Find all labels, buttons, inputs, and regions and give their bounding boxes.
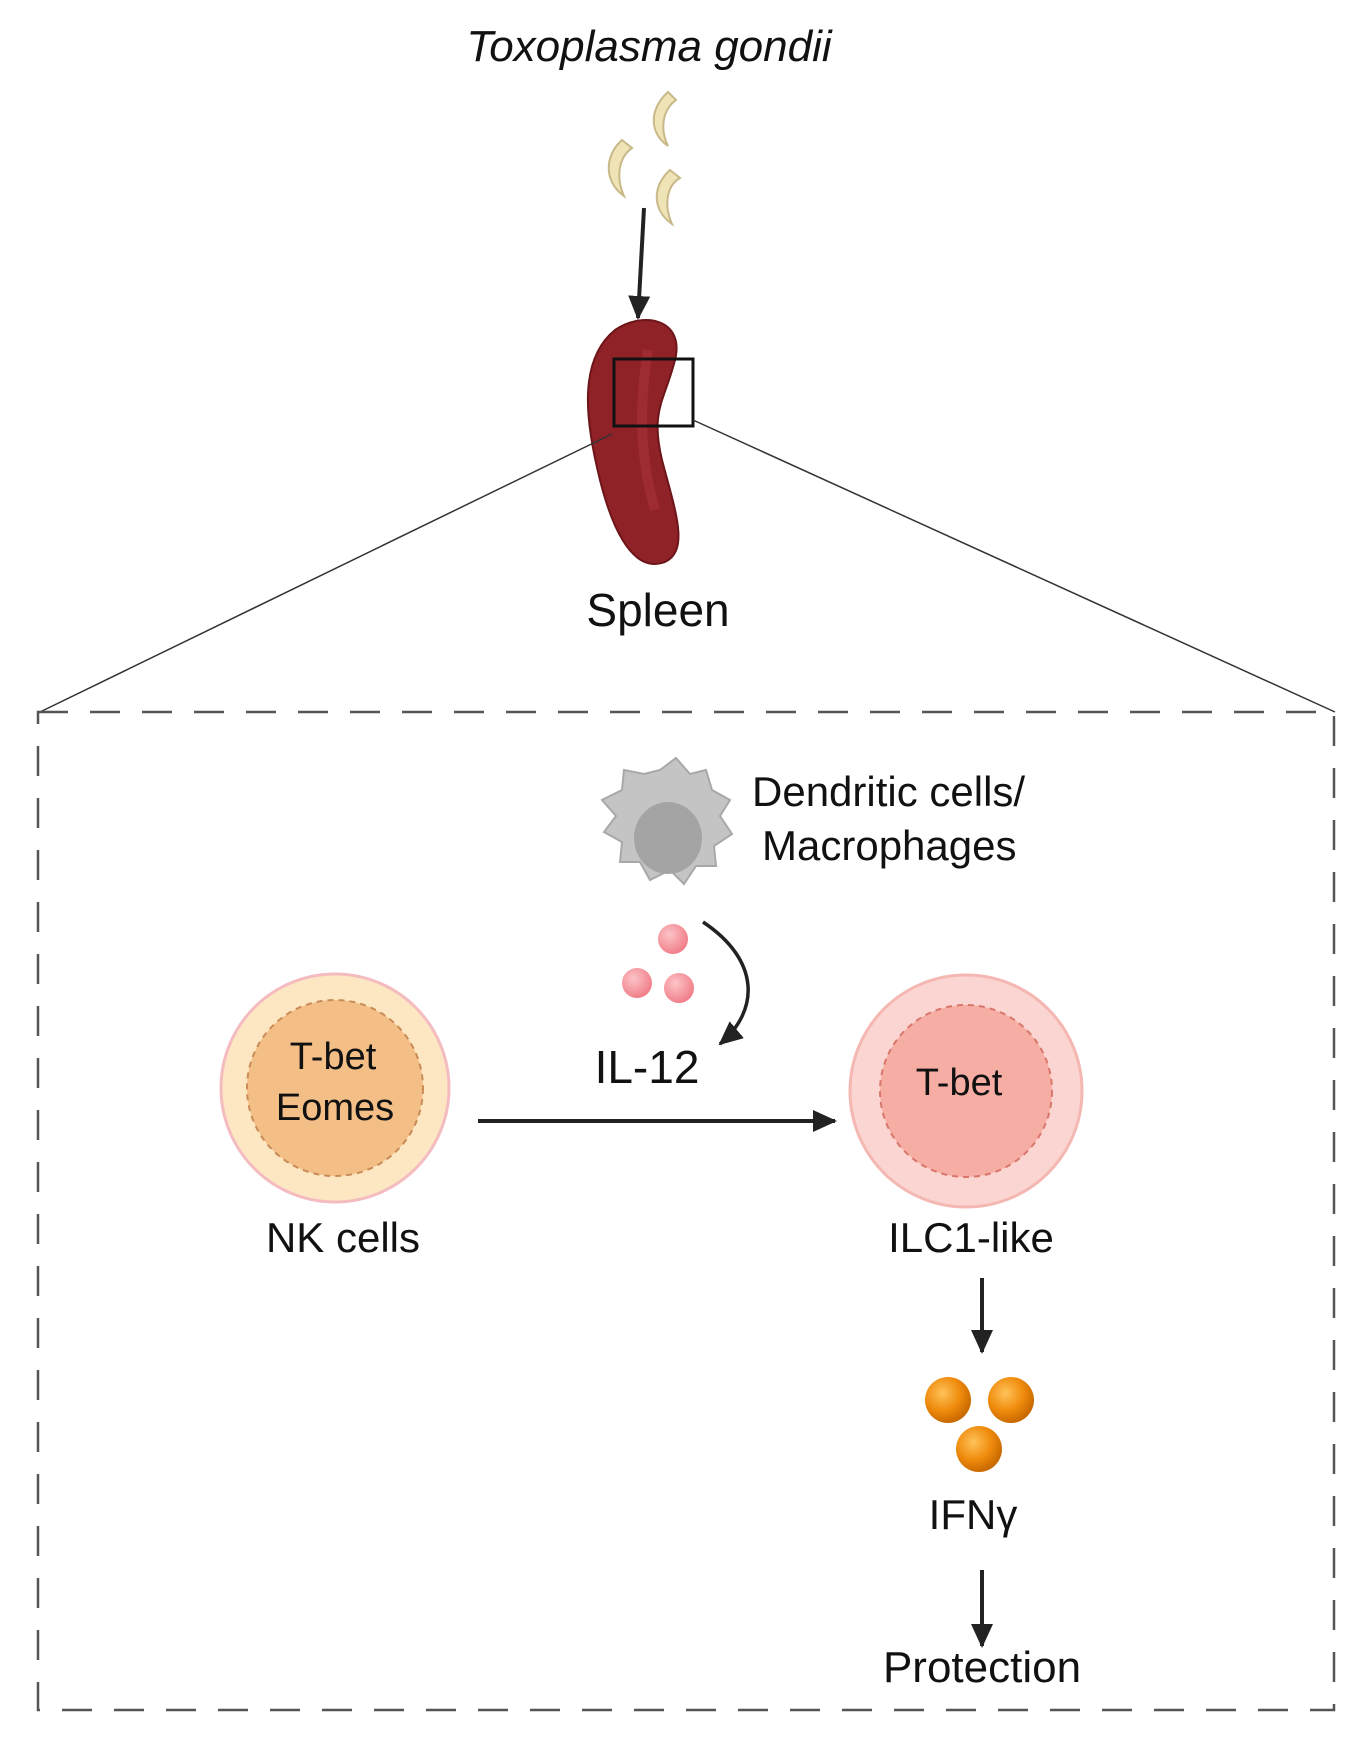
toxoplasma-parasites xyxy=(607,90,682,227)
dendritic-label-line1: Dendritic cells/ xyxy=(752,768,1026,815)
parasite-icon xyxy=(652,90,678,147)
dendritic-cell-label: Dendritic cells/ Macrophages xyxy=(752,765,1025,873)
nk-cell-icon xyxy=(219,972,451,1204)
ilc1-cell-label: ILC1-like xyxy=(888,1214,1054,1261)
ifng-dot xyxy=(988,1377,1034,1423)
il12-dot xyxy=(658,924,688,954)
dendritic-cell-icon xyxy=(600,756,734,886)
dendritic-label-line2: Macrophages xyxy=(762,822,1017,869)
protection-label: Protection xyxy=(882,1643,1082,1692)
zoom-line-right xyxy=(692,419,1336,713)
nk-cell-label: NK cells xyxy=(265,1214,421,1261)
il12-label: IL-12 xyxy=(594,1041,700,1093)
zoom-box xyxy=(612,357,695,428)
il12-molecules xyxy=(622,924,694,1003)
spleen-label: Spleen xyxy=(586,584,730,636)
title-organism: Toxoplasma gondii xyxy=(466,22,832,71)
ilc1-cell-icon xyxy=(848,973,1084,1209)
infection-arrow xyxy=(628,207,651,320)
spleen-icon xyxy=(586,319,680,565)
il12-curved-arrow xyxy=(702,920,750,1046)
zoom-region-box xyxy=(36,710,1336,1712)
ifng-dot xyxy=(956,1426,1002,1472)
il12-dot xyxy=(622,968,652,998)
ifng-molecules xyxy=(925,1377,1034,1472)
zoom-line-left xyxy=(39,433,613,713)
parasite-icon xyxy=(655,168,682,227)
ilc1-tbet-marker: T-bet xyxy=(915,1062,1003,1104)
ifng-label: IFNγ xyxy=(928,1491,1018,1538)
il12-dot xyxy=(664,973,694,1003)
nk-eomes-marker: Eomes xyxy=(275,1087,395,1129)
parasite-icon xyxy=(607,138,634,199)
ifng-dot xyxy=(925,1377,971,1423)
nk-tbet-marker: T-bet xyxy=(289,1036,377,1078)
